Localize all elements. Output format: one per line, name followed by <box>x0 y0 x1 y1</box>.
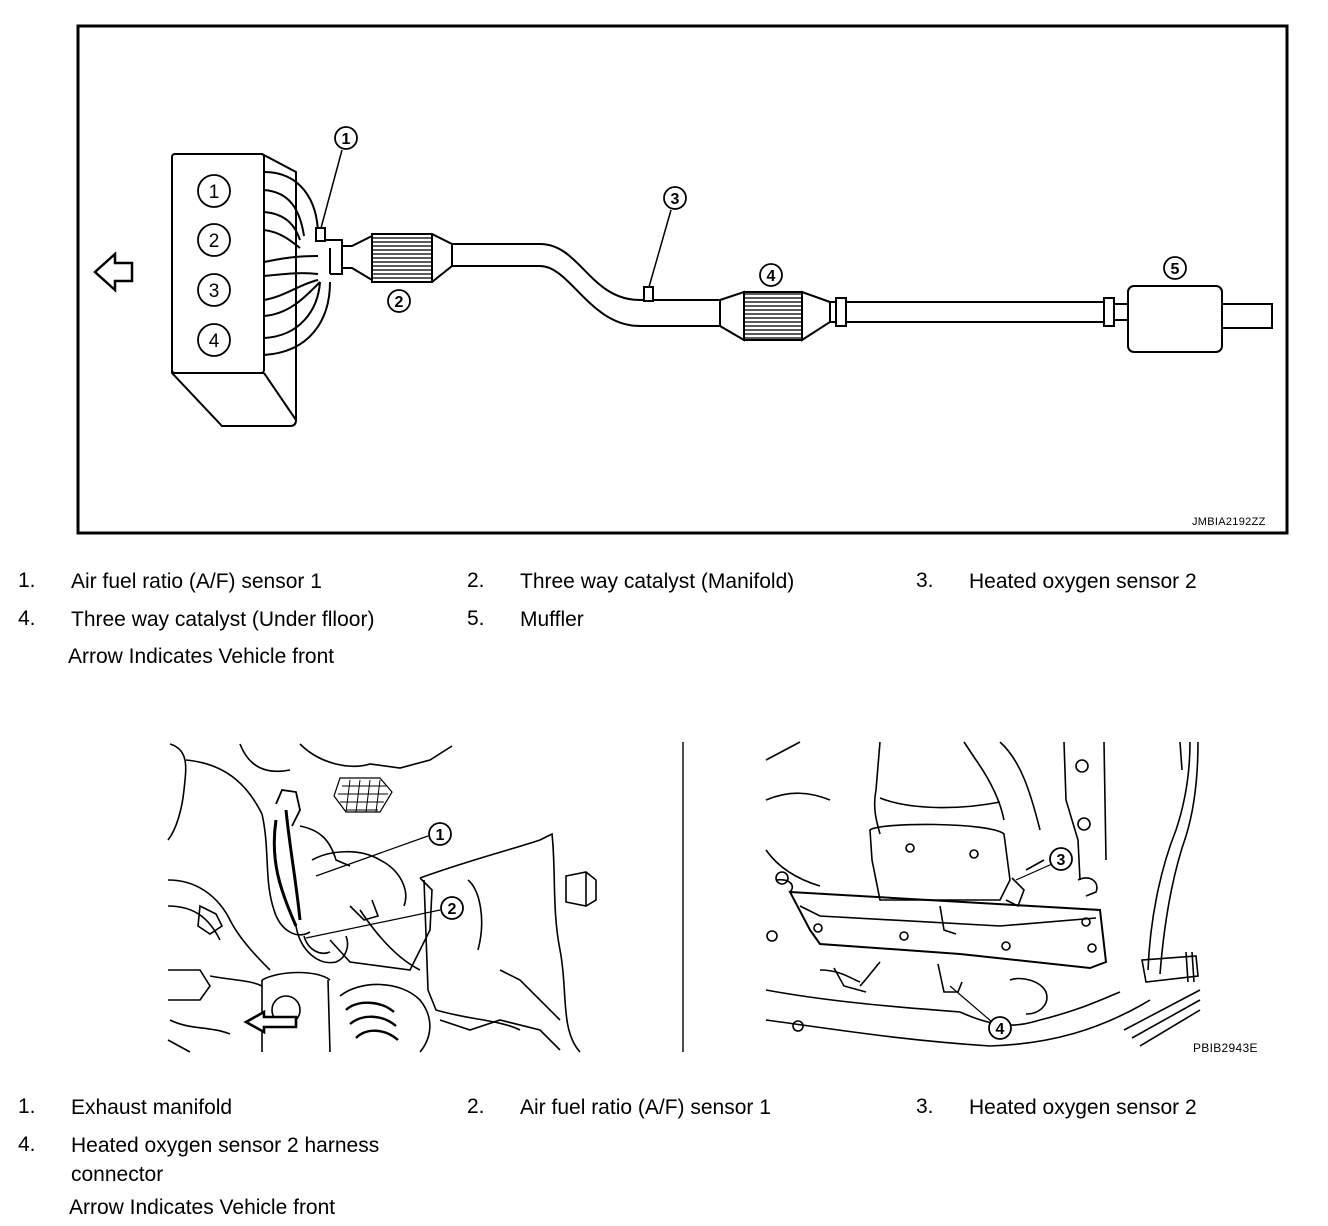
af-sensor-1-marker <box>315 227 326 242</box>
legend1-item-5-num: 5. <box>467 607 485 630</box>
manifold-catalyst <box>371 233 453 283</box>
cylinder-3-circle <box>197 273 231 307</box>
right-view-underfloor <box>765 741 1201 1047</box>
legend1-item-1-label: Air fuel ratio (A/F) sensor 1 <box>71 570 322 593</box>
muffler <box>1127 285 1223 353</box>
legend2-item-4-num: 4. <box>18 1133 36 1156</box>
engine-block <box>171 153 297 427</box>
fig2-callout-2-circle <box>440 896 464 920</box>
legend2-item-3-num: 3. <box>916 1095 934 1118</box>
bolt-left-view <box>565 871 597 907</box>
mid-pipe <box>452 243 720 327</box>
legend1-item-5-label: Muffler <box>520 608 584 631</box>
callout-3-label: 3 <box>671 191 680 208</box>
callout-2-label: 2 <box>395 294 404 311</box>
legend-1: 1. Air fuel ratio (A/F) sensor 1 2. Thre… <box>0 560 1328 680</box>
callout-4-circle <box>759 263 783 287</box>
callout-1-circle <box>334 126 358 150</box>
legend1-item-3-label: Heated oxygen sensor 2 <box>969 570 1197 593</box>
legend1-item-2-num: 2. <box>467 569 485 592</box>
figure-frame <box>76 24 1289 535</box>
tail-pipe <box>1222 303 1273 329</box>
legend2-item-1-num: 1. <box>18 1095 36 1118</box>
legend2-note: Arrow Indicates Vehicle front <box>69 1196 336 1219</box>
cylinder-3-label: 3 <box>209 281 220 302</box>
legend-2: 1. Exhaust manifold 2. Air fuel ratio (A… <box>0 1086 1328 1226</box>
legend1-item-4-num: 4. <box>18 607 36 630</box>
fig2-callout-4-leader <box>949 985 993 1023</box>
cylinder-2-label: 2 <box>209 231 220 252</box>
legend2-item-1-label: Exhaust manifold <box>71 1096 233 1119</box>
callout-2-circle <box>387 289 411 313</box>
exhaust-system-svg: 1 2 3 4 1 <box>76 24 1289 535</box>
fig2-callout-4-circle <box>988 1016 1012 1040</box>
fig2-callout-4-label: 4 <box>996 1021 1005 1038</box>
legend1-item-3-num: 3. <box>916 569 934 592</box>
callout-1-leader <box>320 149 343 229</box>
callout-3-leader <box>648 209 672 288</box>
fig2-callout-1-circle <box>428 822 452 846</box>
legend1-item-4-label: Three way catalyst (Under flloor) <box>71 608 375 631</box>
underfloor-catalyst <box>719 290 831 342</box>
fig2-callout-3-label: 3 <box>1057 852 1066 869</box>
callout-5-label: 5 <box>1171 261 1180 278</box>
fig2-callout-3-circle <box>1049 847 1073 871</box>
legend1-item-2-label: Three way catalyst (Manifold) <box>520 570 795 593</box>
vehicle-front-arrow-icon <box>243 1009 298 1035</box>
callout-3-circle <box>663 186 687 210</box>
cylinder-1-label: 1 <box>209 182 220 203</box>
fig2-callout-2-label: 2 <box>448 901 457 918</box>
legend2-item-2-label: Air fuel ratio (A/F) sensor 1 <box>520 1096 771 1119</box>
cylinder-4-circle <box>197 323 231 357</box>
fig2-callout-1-label: 1 <box>436 827 445 844</box>
cylinder-numbers: 1 2 3 4 <box>197 174 231 357</box>
callout-4-label: 4 <box>767 268 776 285</box>
legend2-item-2-num: 2. <box>467 1095 485 1118</box>
left-view-engine-compartment <box>167 743 581 1053</box>
component-location-svg: 1 2 <box>167 741 1201 1053</box>
cylinder-1-circle <box>197 174 231 208</box>
vehicle-front-arrow-icon <box>93 251 134 293</box>
legend1-item-1-num: 1. <box>18 569 36 592</box>
figure2-code: PBIB2943E <box>1193 1041 1258 1055</box>
figure1-code: JMBIA2192ZZ <box>1192 516 1266 528</box>
front-pipe <box>325 235 373 281</box>
rear-pipe <box>830 297 1128 327</box>
exhaust-manifold-runners <box>263 171 331 356</box>
component-location-illustration: 1 2 <box>0 730 1328 1060</box>
cylinder-4-label: 4 <box>209 331 220 352</box>
legend1-note: Arrow Indicates Vehicle front <box>68 645 335 668</box>
callout-5-circle <box>1163 256 1187 280</box>
callout-1-label: 1 <box>342 131 351 148</box>
fig2-callout-2-leader <box>305 909 441 939</box>
heated-o2-sensor-2-marker <box>643 286 654 302</box>
fig2-callout-1-leader <box>315 835 429 877</box>
fig2-callout-3-leader <box>1015 863 1053 881</box>
legend2-item-4-label: Heated oxygen sensor 2 harness connector <box>71 1134 380 1186</box>
legend2-item-3-label: Heated oxygen sensor 2 <box>969 1096 1197 1119</box>
cylinder-2-circle <box>197 223 231 257</box>
exhaust-system-diagram: 1 2 3 4 1 <box>0 0 1328 540</box>
